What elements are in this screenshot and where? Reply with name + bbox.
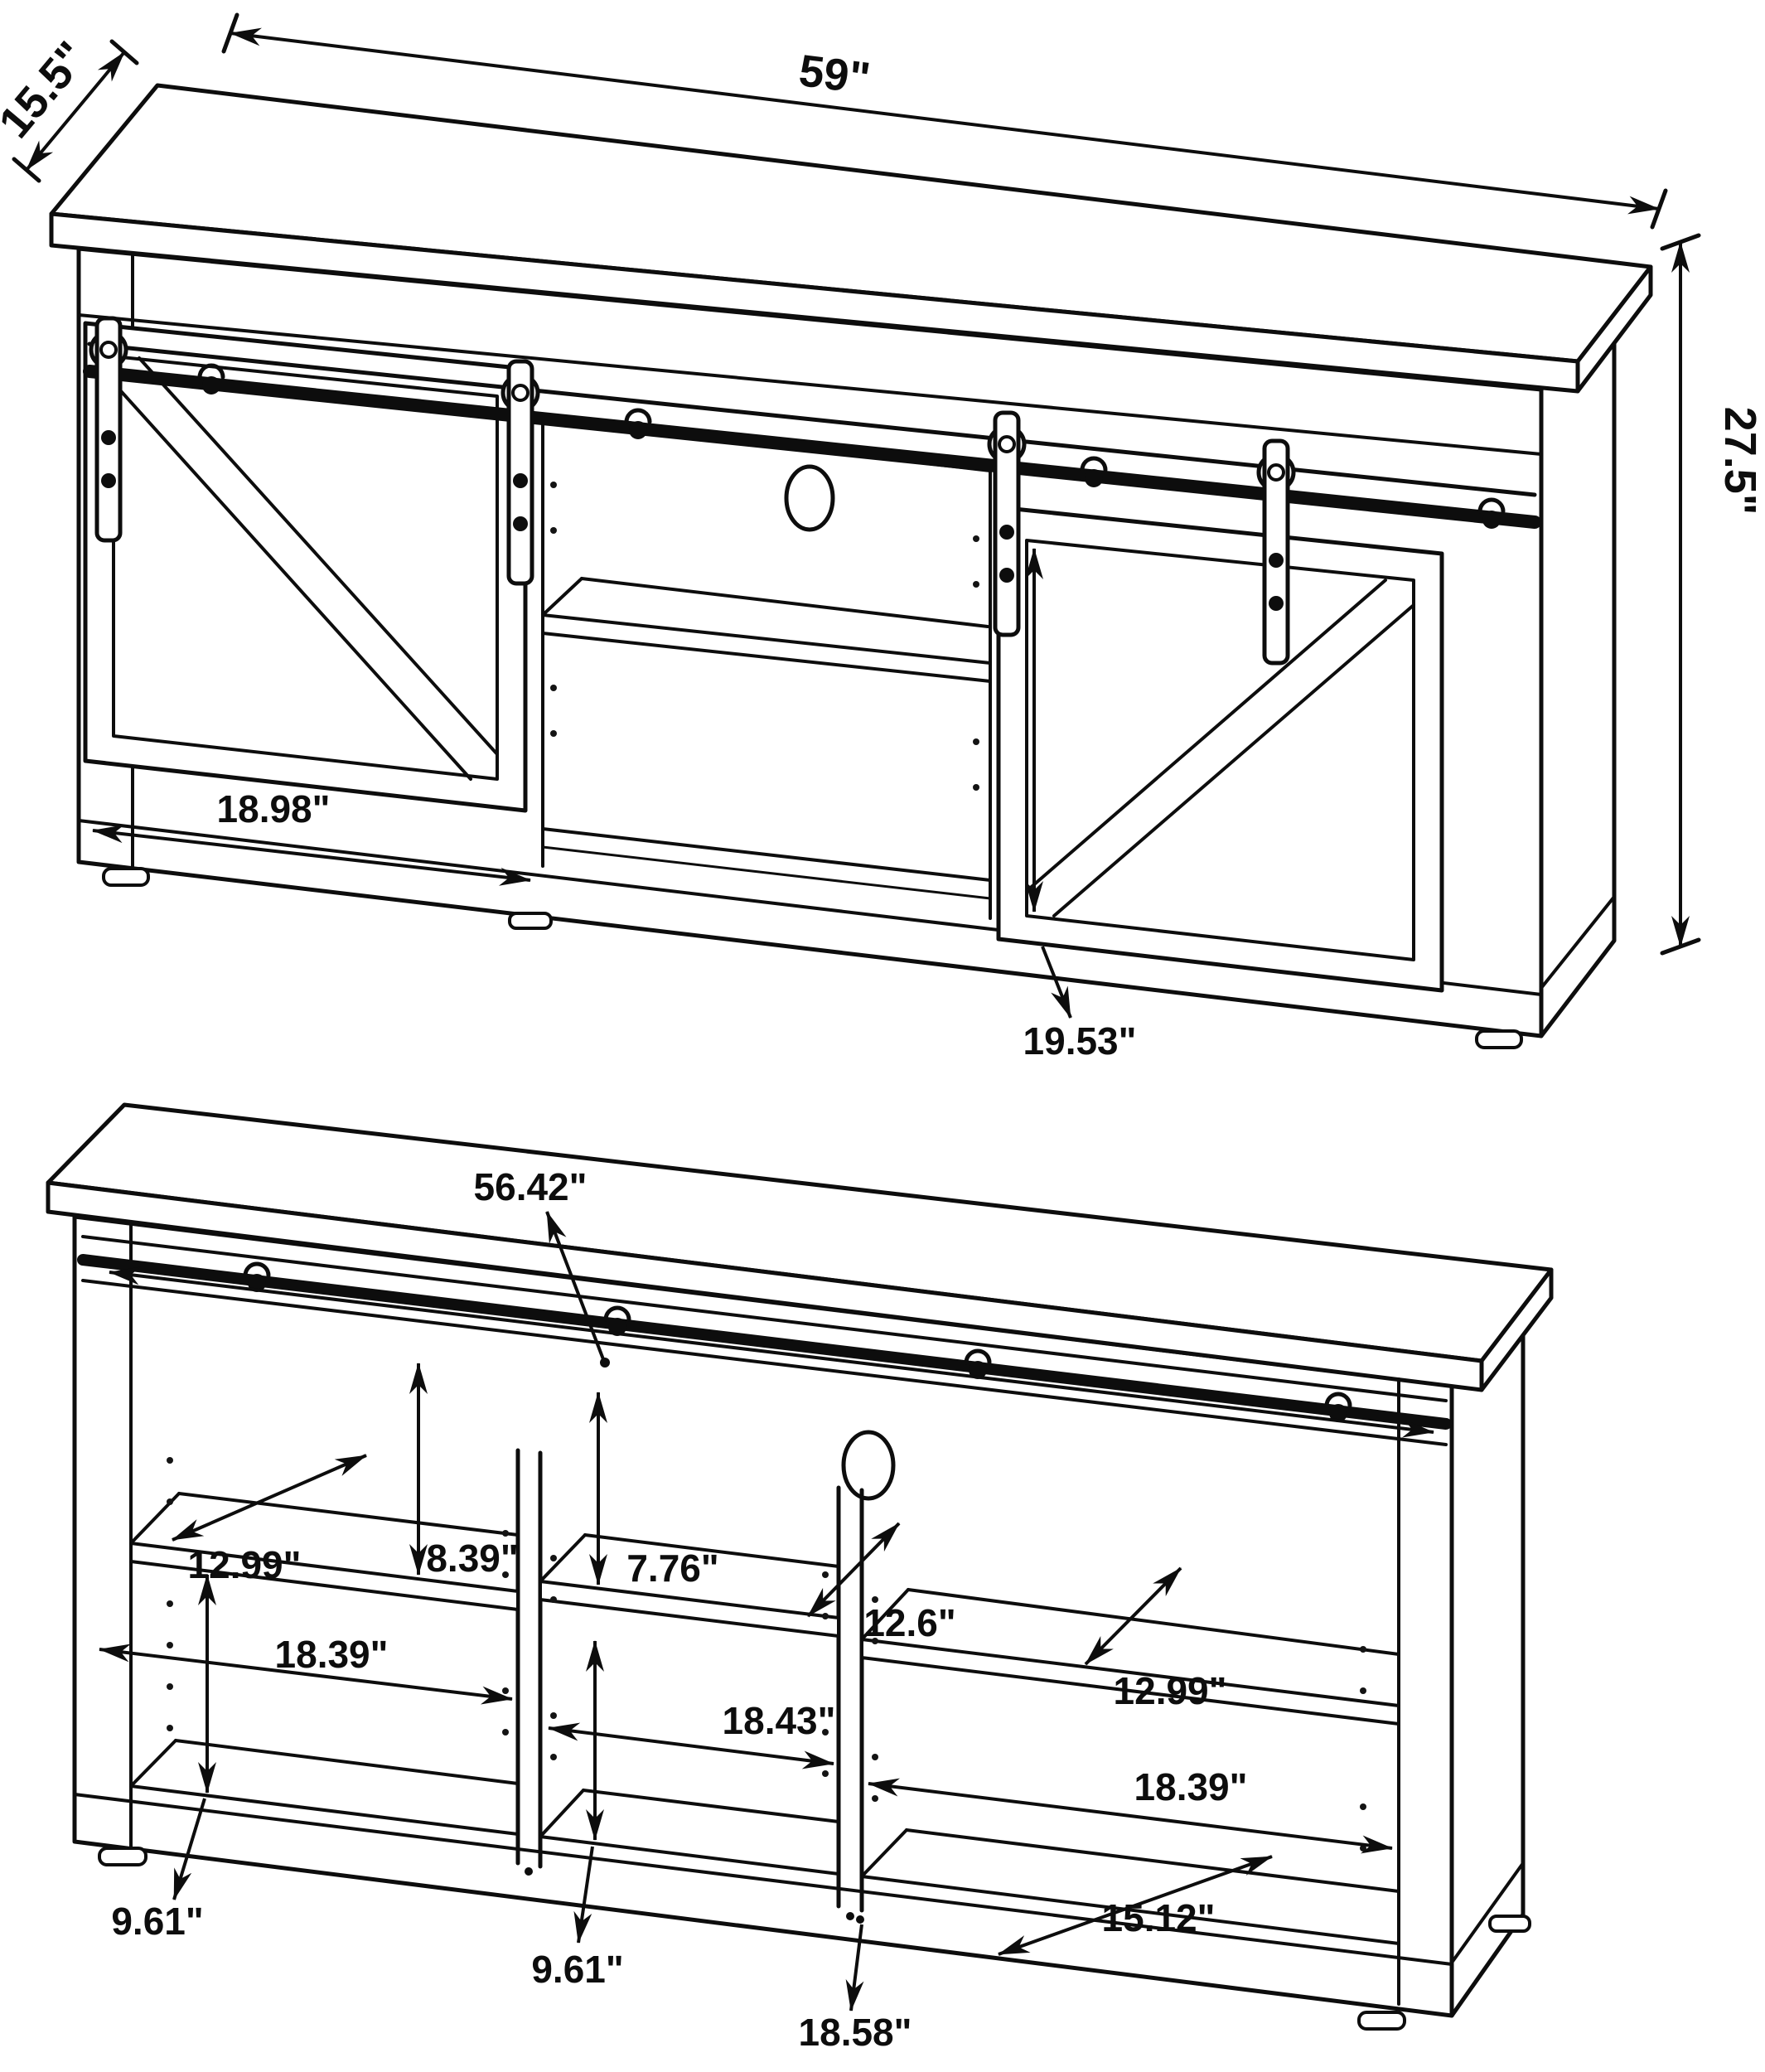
middle-shelf — [541, 613, 992, 683]
divider-left — [515, 1448, 543, 1876]
dim-arrow-door-width — [92, 825, 531, 886]
assembled-view-dimensions: 15.5" 59" 27.5" 18.98" 19.53" — [0, 12, 1765, 1063]
dim-arrow-right-shelf-depth — [1084, 1566, 1182, 1666]
dim-door-height: 19.53" — [1023, 1019, 1137, 1063]
dim-right-bottom-depth: 15.12" — [1102, 1896, 1216, 1939]
barn-door-right — [996, 505, 1444, 993]
foot — [1475, 1029, 1523, 1049]
door-brace-edge — [1052, 603, 1415, 917]
dim-arrow-width — [230, 27, 1660, 215]
dim-arrow-depth — [25, 51, 126, 172]
dim-leader-door-height — [1041, 946, 1072, 1019]
foot — [508, 912, 553, 930]
middle-shelf-depth-edge — [541, 577, 583, 617]
kick-edge-side — [1450, 1861, 1525, 1964]
dim-door-width: 18.98" — [217, 787, 331, 830]
dim-left-opening-width: 18.39" — [275, 1633, 389, 1676]
dim-arrow-left-opening-width — [99, 1644, 513, 1705]
barn-door-left — [83, 321, 528, 813]
dim-arrow-right-opening-width — [868, 1778, 1393, 1854]
middle-shelf-back-edge — [580, 577, 989, 628]
dim-overall-depth: 15.5" — [0, 32, 97, 148]
dim-right-shelf-depth: 12.99" — [1114, 1669, 1227, 1712]
floor-band-edge — [541, 845, 992, 900]
dim-arrow-right-bottom-depth — [998, 1855, 1273, 1956]
dim-arrow-mid-shelf-depth — [806, 1522, 901, 1618]
cable-hole — [784, 464, 835, 532]
rail-hooks — [197, 363, 1506, 529]
foot — [102, 867, 150, 887]
door-brace-edge — [112, 381, 472, 781]
hanger-strap — [500, 359, 540, 586]
hanger-strap — [1256, 438, 1296, 666]
dim-left-upper-height: 8.39" — [426, 1537, 518, 1580]
dim-right-lower-height: 18.58" — [799, 2011, 912, 2054]
foot — [98, 1847, 147, 1866]
door-brace-edge — [138, 356, 499, 756]
kick-edge-side — [1540, 895, 1616, 990]
door-brace-edge — [1025, 579, 1387, 893]
cabinet-right-face — [1539, 294, 1617, 1038]
assembled-view — [49, 83, 1653, 1049]
middle-open-section — [541, 417, 992, 920]
dim-mid-shelf-depth: 12.6" — [863, 1601, 955, 1644]
dim-right-opening-width: 18.39" — [1134, 1765, 1248, 1808]
adjustable-shelf-middle — [539, 1533, 840, 1638]
dim-left-lower-height: 9.61" — [111, 1900, 203, 1943]
cabinet-right-face — [1449, 1295, 1526, 2018]
dim-arrow-left-shelf-depth — [172, 1454, 367, 1542]
dim-leader-rail-length — [545, 1211, 605, 1360]
hanger-strap — [89, 316, 128, 543]
dim-left-shelf-depth: 12.99" — [188, 1543, 302, 1586]
top-panel-right-edge — [1479, 1267, 1554, 1392]
dim-leader-left-lower-height — [172, 1798, 206, 1900]
dim-mid-upper-height: 7.76" — [626, 1547, 718, 1590]
door-hanger-straps — [89, 316, 1296, 666]
dim-rail-length: 56.42" — [474, 1165, 588, 1208]
dim-leader-mid-lower-height — [573, 1846, 594, 1944]
top-panel-right-edge — [1575, 264, 1653, 394]
foot — [1488, 1915, 1531, 1933]
dim-overall-width: 59" — [796, 46, 873, 104]
dim-overall-height: 27.5" — [1715, 407, 1765, 516]
hanger-strap — [987, 410, 1027, 637]
open-view-dimensions: 56.42" 12.99" 8.39" 18.39" 9.61" 7.76" 1… — [99, 1165, 1434, 2054]
dim-mid-opening-width: 18.43" — [723, 1699, 836, 1742]
dim-leader-right-lower-height — [845, 1924, 864, 2011]
fascia-edge — [77, 313, 1543, 456]
foot — [1357, 2011, 1406, 2031]
floor-front-edge — [541, 827, 992, 882]
dim-mid-lower-height: 9.61" — [531, 1948, 623, 1991]
dim-arrow-rail-length — [109, 1266, 1434, 1438]
